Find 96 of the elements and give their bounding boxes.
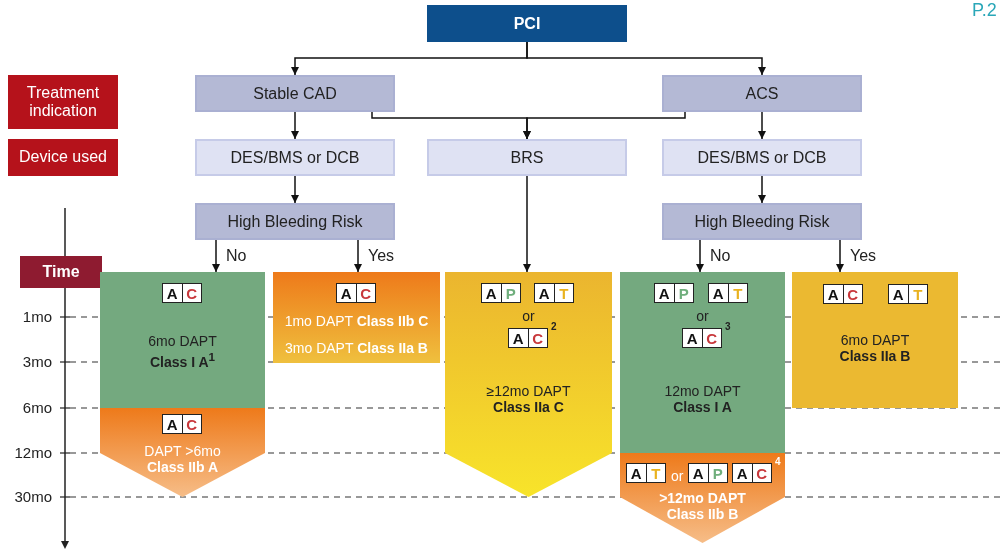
drug-letter: A: [691, 464, 705, 482]
drug-badge: [481, 283, 521, 303]
recommendation-box: [620, 453, 785, 543]
page-number: P.2: [972, 0, 997, 21]
drug-letter: C: [181, 284, 201, 302]
drug-letter: T: [553, 284, 573, 302]
flow-box: DES/BMS or DCB: [195, 139, 395, 176]
drug-letter: C: [842, 285, 862, 303]
drug-badge: [682, 328, 722, 348]
time-label: 30mo: [14, 488, 52, 505]
time-label: 6mo: [22, 399, 52, 416]
drug-letter: P: [500, 284, 520, 302]
drug-badge: [732, 463, 772, 483]
drug-badge: [888, 284, 928, 304]
drug-letter: A: [165, 415, 179, 433]
drug-letter: A: [511, 329, 525, 347]
drug-badge: [654, 283, 694, 303]
drug-badge: [823, 284, 863, 304]
arrow: [758, 111, 766, 140]
drug-letter: P: [707, 464, 727, 482]
time-label: 1mo: [22, 308, 52, 325]
arrow: [696, 239, 704, 273]
flow-box: BRS: [427, 139, 627, 176]
arrow: [212, 239, 220, 273]
drug-badge: [626, 463, 666, 483]
drug-badge: [336, 283, 376, 303]
time-label: 12mo: [14, 444, 52, 461]
recommendation-text: Class I A: [672, 399, 733, 415]
drug-letter: T: [727, 284, 747, 302]
recommendation-text: 1mo DAPT Class IIb C: [283, 313, 430, 329]
drug-badge: [534, 283, 574, 303]
drug-letter: T: [907, 285, 927, 303]
drug-badge: [688, 463, 728, 483]
drug-letter: A: [735, 464, 749, 482]
drug-badge: [162, 414, 202, 434]
recommendation-text: 3mo DAPT Class IIa B: [284, 340, 429, 356]
footnote-mark: 3: [725, 321, 731, 332]
drug-letter: A: [537, 284, 551, 302]
footnote-mark: 2: [551, 321, 557, 332]
recommendation-text: or: [695, 308, 710, 324]
recommendation-text: Class IIb A: [145, 459, 220, 475]
arrow: [291, 175, 299, 204]
drug-letter: A: [339, 284, 353, 302]
flow-box: PCI: [427, 5, 627, 42]
drug-badge: [162, 283, 202, 303]
recommendation-box: [445, 272, 612, 497]
recommendation-text: Class IIb B: [665, 506, 740, 522]
row-label: Device used: [8, 139, 118, 176]
row-label: Time: [20, 256, 102, 288]
flow-box: ACS: [662, 75, 862, 112]
flow-box: DES/BMS or DCB: [662, 139, 862, 176]
recommendation-text: Class IIa C: [492, 399, 565, 415]
drug-letter: A: [657, 284, 671, 302]
drug-letter: C: [701, 329, 721, 347]
footnote-mark: 4: [775, 456, 781, 467]
recommendation-text: ≥12mo DAPT: [485, 383, 572, 399]
drug-letter: C: [355, 284, 375, 302]
drug-letter: C: [527, 329, 547, 347]
recommendation-text: DAPT >6mo: [143, 443, 222, 459]
drug-letter: A: [891, 285, 905, 303]
drug-letter: P: [673, 284, 693, 302]
drug-badge: [508, 328, 548, 348]
recommendation-text: 12mo DAPT: [663, 383, 742, 399]
drug-letter: A: [826, 285, 840, 303]
flow-box: High Bleeding Risk: [195, 203, 395, 240]
arrow: [291, 111, 299, 140]
recommendation-box: [273, 272, 440, 363]
drug-letter: C: [751, 464, 771, 482]
drug-letter: A: [685, 329, 699, 347]
arrow: [758, 175, 766, 204]
arrow: [354, 239, 362, 273]
drug-letter: C: [181, 415, 201, 433]
recommendation-text: or: [671, 468, 684, 484]
arrow: [523, 175, 531, 273]
row-label: Treatment indication: [8, 75, 118, 129]
recommendation-text: Class I A$^{1}$: [148, 349, 217, 370]
recommendation-text: >12mo DAPT: [658, 490, 747, 506]
flow-box: High Bleeding Risk: [662, 203, 862, 240]
drug-letter: A: [711, 284, 725, 302]
recommendation-text: or: [521, 308, 536, 324]
flow-box: Stable CAD: [195, 75, 395, 112]
arrow: [523, 111, 686, 140]
drug-letter: A: [629, 464, 643, 482]
recommendation-text: Class IIa B: [838, 348, 912, 364]
time-label: 3mo: [22, 353, 52, 370]
recommendation-box: [100, 408, 265, 497]
drug-letter: T: [645, 464, 665, 482]
arrow: [836, 239, 844, 273]
drug-badge: [708, 283, 748, 303]
recommendation-text: 6mo DAPT: [839, 332, 911, 348]
drug-letter: A: [165, 284, 179, 302]
recommendation-box: [792, 272, 958, 408]
drug-letter: A: [484, 284, 498, 302]
arrow: [526, 41, 766, 76]
recommendation-box: [100, 272, 265, 408]
recommendation-text: 6mo DAPT: [147, 333, 218, 349]
